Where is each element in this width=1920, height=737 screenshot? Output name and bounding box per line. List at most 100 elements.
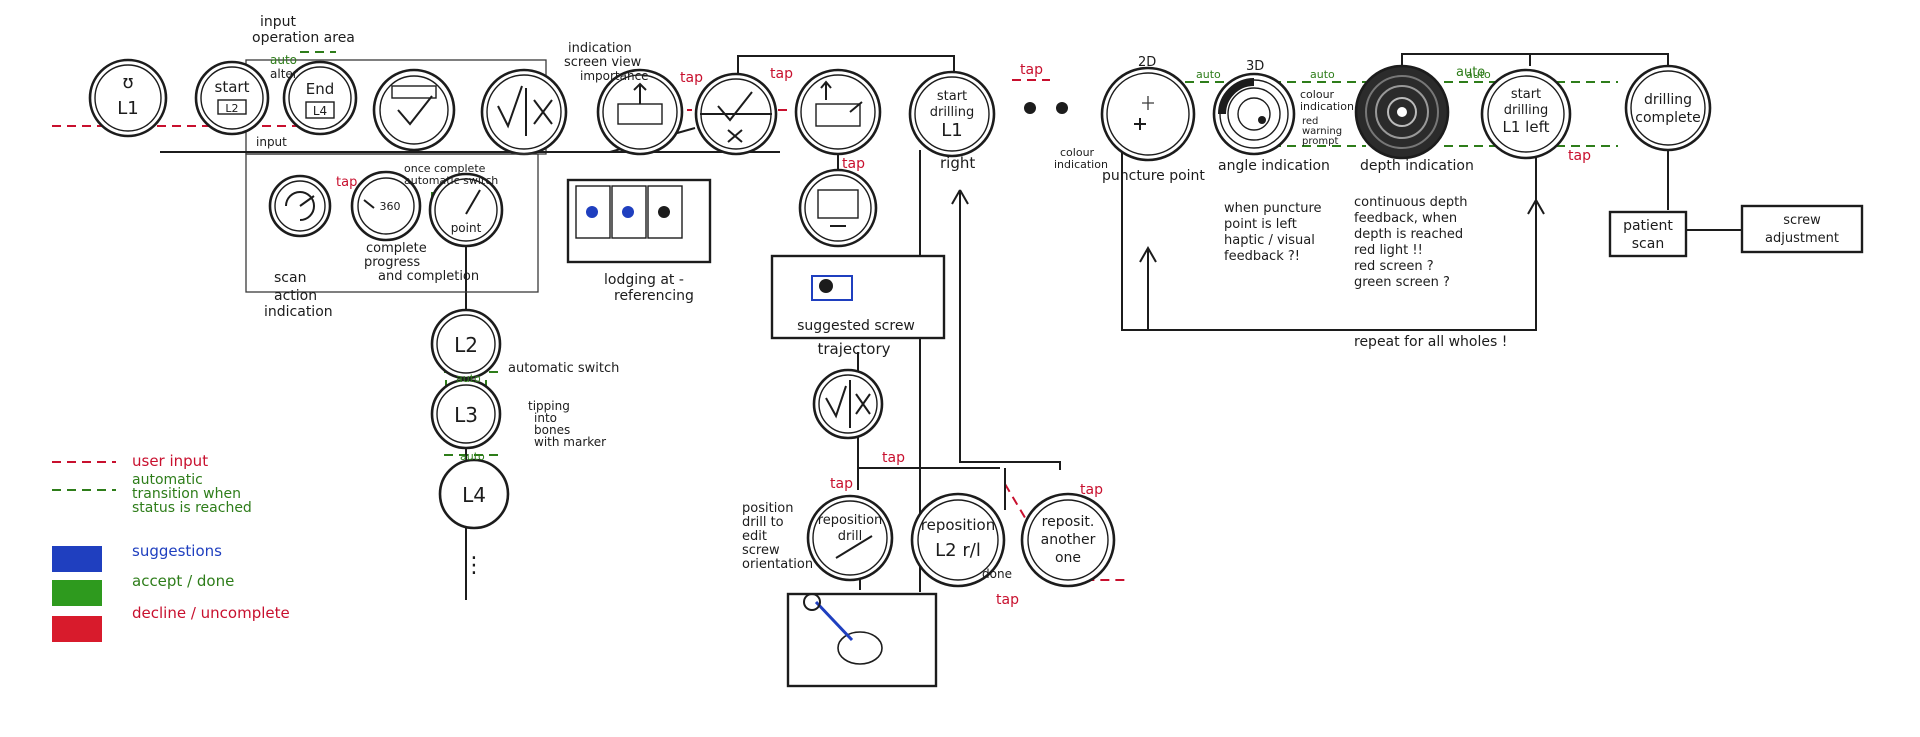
done-label: done	[982, 567, 1012, 581]
needle-icon	[465, 189, 481, 215]
colour-ind-left-1: colour	[1060, 146, 1095, 159]
node-progress-dial[interactable]: 360	[350, 170, 422, 242]
dots-ellipsis	[1024, 102, 1068, 114]
repeat-label: repeat for all wholes !	[1354, 334, 1507, 350]
automatic-switch-label: automatic switch	[508, 361, 619, 376]
d2-label: 2D	[1138, 55, 1156, 70]
depth-indication-label: depth indication	[1360, 158, 1474, 174]
legend-suggestions: suggestions	[132, 542, 222, 560]
action-indication-1: action	[274, 288, 317, 304]
node-screw-adjustment[interactable]: screw adjustment	[1740, 204, 1864, 254]
node-angle-indication[interactable]	[1212, 72, 1296, 156]
suggestion-marker-icon	[586, 206, 598, 218]
scan-label: scan	[274, 270, 306, 286]
d3-label: 3D	[1246, 59, 1264, 74]
tipping-3: bones	[534, 423, 570, 437]
node-l2[interactable]: L2	[430, 308, 502, 380]
angle-note-1: when puncture	[1224, 201, 1322, 216]
patient-scan-line2: scan	[1632, 236, 1664, 252]
suggestion-marker-icon	[622, 206, 634, 218]
complete-progress-2: progress	[364, 255, 420, 270]
indication-screen-3: importance	[580, 69, 649, 83]
legend: user input automatic transition when sta…	[52, 452, 290, 642]
node-reposition-another[interactable]: reposit. another one	[1020, 492, 1116, 588]
node-start-drilling-left[interactable]: start drilling L1 left	[1480, 68, 1572, 160]
screen-icon	[815, 103, 861, 127]
monitor-icon	[817, 189, 859, 219]
node-monitor[interactable]	[798, 168, 878, 248]
reposition-another-line2: another	[1041, 532, 1096, 548]
node-accept-decline-1[interactable]	[480, 68, 568, 156]
l1-icon: ʊ	[122, 72, 133, 93]
node-l3[interactable]: L3	[430, 378, 502, 450]
reposition-l2-line1: reposition	[921, 516, 995, 534]
red-warning-2: warning	[1302, 126, 1342, 137]
reposition-l2-line2: L2 r/l	[935, 540, 981, 561]
node-reposition-drill[interactable]: reposition drill	[806, 494, 894, 582]
puncture-point-label: puncture point	[1102, 168, 1205, 184]
node-start[interactable]: start L2	[194, 60, 270, 136]
once-complete-1: once complete	[404, 162, 486, 175]
decline-icon	[533, 99, 553, 125]
input-area-label-1: input	[260, 14, 297, 30]
node-l4[interactable]: L4	[438, 458, 510, 530]
suggested-screw-label: suggested screw	[797, 318, 915, 334]
l1-label: L1	[117, 98, 138, 119]
node-depth-indication[interactable]	[1354, 64, 1450, 160]
red-warning-3: prompt	[1302, 136, 1338, 147]
auto-l2: auto	[456, 372, 481, 385]
indication-screen-2: screen view	[564, 55, 642, 70]
drill-return-line	[959, 190, 1061, 470]
right-label: right	[940, 154, 975, 172]
colour-ind-left-2: indication	[1054, 158, 1108, 171]
auto-label-start: auto	[270, 53, 297, 67]
auto-2: auto	[1310, 68, 1335, 81]
point-label: point	[451, 221, 482, 235]
l3-label: L3	[454, 403, 478, 427]
trajectory-label: trajectory	[818, 340, 891, 358]
node-reposition-l2[interactable]: reposition L2 r/l	[910, 492, 1006, 588]
position-drill-5: orientation	[742, 557, 813, 572]
node-scan[interactable]	[268, 174, 332, 238]
node-screen-1[interactable]	[596, 68, 684, 156]
node-l1[interactable]: ʊ L1	[88, 58, 168, 138]
alter-label: alter	[270, 67, 298, 81]
complete-progress-1: complete	[366, 241, 427, 256]
auto-4: auto	[1456, 65, 1485, 80]
l2-label: L2	[454, 333, 478, 357]
patient-scan-line1: patient	[1623, 218, 1673, 234]
colour-ind-right-1: colour	[1300, 88, 1335, 101]
vertebra-icon	[658, 206, 670, 218]
suggested-screw-box: suggested screw	[770, 254, 946, 340]
complete-progress-3: and completion	[378, 269, 479, 284]
node-accept-decline-2[interactable]	[694, 72, 778, 156]
colour-ind-right-2: indication	[1300, 100, 1354, 113]
end-label: End	[306, 80, 335, 98]
node-check-menu[interactable]	[372, 68, 456, 152]
accept-icon	[825, 385, 847, 419]
node-start-drilling[interactable]: start drilling L1	[908, 70, 996, 158]
end-sub-label: L4	[313, 104, 327, 118]
start-drilling-line1: start	[937, 89, 967, 104]
drill-icon	[835, 535, 873, 559]
node-accept-decline-3[interactable]	[812, 368, 884, 440]
node-puncture-point[interactable]	[1100, 66, 1196, 162]
arrow-up-icon	[633, 82, 647, 104]
drilling-complete-line2: complete	[1635, 110, 1700, 126]
node-drilling-complete[interactable]: drilling complete	[1624, 64, 1712, 152]
reposition-another-line3: one	[1055, 550, 1081, 566]
node-patient-scan[interactable]: patient scan	[1608, 210, 1688, 258]
depth-note-2: feedback, when	[1354, 211, 1457, 226]
depth-note-4: red light !!	[1354, 243, 1423, 258]
legend-blue-swatch	[52, 546, 102, 572]
vertebra-icon	[837, 631, 883, 665]
node-end[interactable]: End L4	[282, 60, 358, 136]
auto-1: auto	[1196, 68, 1221, 81]
tap-done: tap	[996, 592, 1019, 608]
node-screen-2[interactable]	[794, 68, 882, 156]
start-drilling-line3: L1	[941, 120, 962, 141]
tipping-2: into	[534, 411, 557, 425]
node-point[interactable]: point	[428, 172, 504, 248]
crosshair-icon	[1134, 118, 1146, 130]
